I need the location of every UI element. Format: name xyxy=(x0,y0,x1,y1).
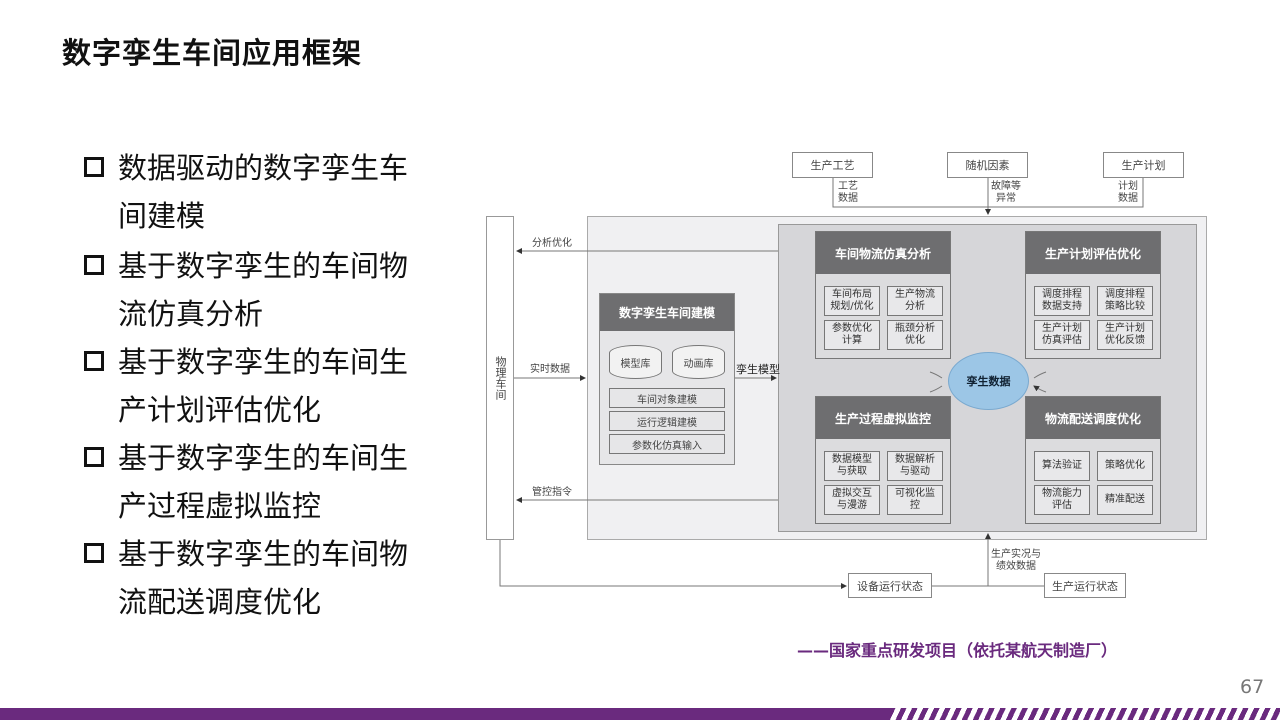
bullet-text: 产计划评估优化 xyxy=(118,393,322,427)
bullet-text: 基于数字孪生的车间生 xyxy=(118,345,409,379)
module-cell: 生产物流分析 xyxy=(887,286,943,316)
module-cell: 瓶颈分析优化 xyxy=(887,320,943,350)
module-title: 车间物流仿真分析 xyxy=(816,232,950,274)
bullet-text: 基于数字孪生的车间生 xyxy=(118,441,409,475)
performance-label: 生产实况与绩效数据 xyxy=(991,549,1041,572)
modeling-module: 数字孪生车间建模 模型库 动画库 车间对象建模 运行逻辑建模 参数化仿真输入 xyxy=(599,293,735,465)
square-bullet-icon xyxy=(84,157,104,177)
bullet-item: 数据驱动的数字孪生车间建模 xyxy=(84,144,444,240)
bullet-item: 基于数字孪生的车间物流配送调度优化 xyxy=(84,530,444,626)
production-plan-box: 生产计划 xyxy=(1103,152,1184,178)
equipment-status-box: 设备运行状态 xyxy=(848,573,932,598)
footer-stripes xyxy=(890,708,1280,720)
page-number: 67 xyxy=(1240,676,1265,698)
bullet-text: 基于数字孪生的车间物 xyxy=(118,537,409,571)
logistics-simulation-module: 车间物流仿真分析车间布局规划/优化生产物流分析参数优化计算瓶颈分析优化 xyxy=(815,231,951,359)
module-title: 生产计划评估优化 xyxy=(1026,232,1160,274)
bullet-text: 流配送调度优化 xyxy=(118,585,322,619)
module-cell: 精准配送 xyxy=(1097,485,1153,515)
bullet-text: 间建模 xyxy=(118,199,206,233)
physical-workshop-box: 物理车间 xyxy=(486,216,514,540)
module-cell: 策略优化 xyxy=(1097,451,1153,481)
square-bullet-icon xyxy=(84,543,104,563)
modeling-item: 运行逻辑建模 xyxy=(609,411,725,431)
module-cell: 生产计划仿真评估 xyxy=(1034,320,1090,350)
modeling-title: 数字孪生车间建模 xyxy=(600,294,734,331)
bullet-text: 流仿真分析 xyxy=(118,297,264,331)
bullet-text: 基于数字孪生的车间物 xyxy=(118,249,409,283)
module-cell: 算法验证 xyxy=(1034,451,1090,481)
square-bullet-icon xyxy=(84,351,104,371)
bullet-item: 基于数字孪生的车间生产计划评估优化 xyxy=(84,338,444,434)
production-status-box: 生产运行状态 xyxy=(1044,573,1126,598)
slide-title: 数字孪生车间应用框架 xyxy=(62,36,363,70)
module-cell: 数据模型与获取 xyxy=(824,451,880,481)
random-factors-box: 随机因素 xyxy=(947,152,1028,178)
square-bullet-icon xyxy=(84,447,104,467)
module-cell: 参数优化计算 xyxy=(824,320,880,350)
twin-data-ellipse: 孪生数据 xyxy=(948,352,1029,410)
modeling-item: 车间对象建模 xyxy=(609,388,725,408)
analysis-arrow-label: 分析优化 xyxy=(532,238,572,249)
module-cell: 车间布局规划/优化 xyxy=(824,286,880,316)
module-cell: 可视化监控 xyxy=(887,485,943,515)
logistics-scheduling-module: 物流配送调度优化算法验证策略优化物流能力评估精准配送 xyxy=(1025,396,1161,524)
module-cell: 调度排程策略比较 xyxy=(1097,286,1153,316)
animation-library-db-icon: 动画库 xyxy=(672,345,725,379)
source-caption: ——国家重点研发项目（依托某航天制造厂） xyxy=(797,641,1118,660)
module-cell: 虚拟交互与漫游 xyxy=(824,485,880,515)
plan-data-label: 计划数据 xyxy=(1118,181,1138,204)
control-arrow-label: 管控指令 xyxy=(532,487,572,498)
plan-evaluation-module: 生产计划评估优化调度排程数据支持调度排程策略比较生产计划仿真评估生产计划优化反馈 xyxy=(1025,231,1161,359)
realtime-arrow-label: 实时数据 xyxy=(530,364,570,375)
module-cell: 数据解析与驱动 xyxy=(887,451,943,481)
module-cell: 调度排程数据支持 xyxy=(1034,286,1090,316)
module-title: 生产过程虚拟监控 xyxy=(816,397,950,439)
bullet-text: 产过程虚拟监控 xyxy=(118,489,322,523)
bullet-item: 基于数字孪生的车间生产过程虚拟监控 xyxy=(84,434,444,530)
model-library-db-icon: 模型库 xyxy=(609,345,662,379)
bullet-text: 数据驱动的数字孪生车 xyxy=(118,151,409,185)
bullet-item: 基于数字孪生的车间物流仿真分析 xyxy=(84,242,444,338)
process-data-label: 工艺数据 xyxy=(838,181,858,204)
process-box: 生产工艺 xyxy=(792,152,873,178)
physical-workshop-label: 物理车间 xyxy=(494,356,507,400)
modeling-item: 参数化仿真输入 xyxy=(609,434,725,454)
process-monitoring-module: 生产过程虚拟监控数据模型与获取数据解析与驱动虚拟交互与漫游可视化监控 xyxy=(815,396,951,524)
fault-label: 故障等异常 xyxy=(991,181,1021,204)
module-cell: 生产计划优化反馈 xyxy=(1097,320,1153,350)
square-bullet-icon xyxy=(84,255,104,275)
twin-model-arrow-label: 孪生模型 xyxy=(736,363,780,376)
module-title: 物流配送调度优化 xyxy=(1026,397,1160,439)
module-cell: 物流能力评估 xyxy=(1034,485,1090,515)
footer-bar xyxy=(0,708,890,720)
